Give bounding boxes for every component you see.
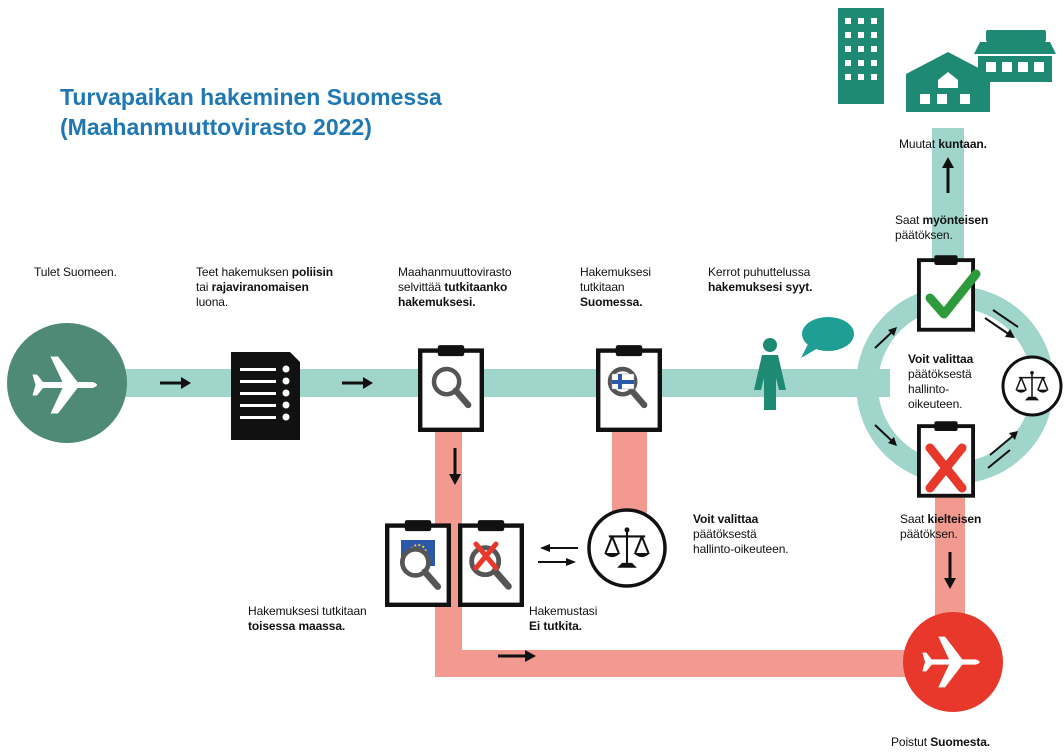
label-interview: Kerrot puhuttelussa hakemuksesi syyt.	[708, 265, 813, 294]
label-municipality: Muutat kuntaan.	[899, 137, 987, 151]
person-icon	[754, 338, 786, 410]
store-building-icon	[974, 30, 1056, 82]
building-icon	[838, 8, 884, 104]
clipboard-magnifier-icon	[420, 345, 482, 430]
scales-icon-middle	[587, 508, 667, 588]
label-not-examined: Hakemustasi Ei tutkita.	[529, 604, 598, 633]
clipboard-check-icon	[917, 254, 981, 332]
leave-airplane-icon	[903, 612, 1003, 712]
label-positive-decision: Saat myönteisen päätöksen.	[895, 213, 989, 242]
label-examined-finland: Hakemuksesi tutkitaan Suomessa.	[580, 265, 651, 309]
scales-icon	[1001, 355, 1063, 417]
label-negative-decision: Saat kielteisen päätöksen.	[900, 512, 982, 541]
clipboard-not-examined-icon	[460, 520, 522, 605]
label-appeal-right: Voit valittaa päätöksestä hallinto- oike…	[908, 352, 974, 411]
page-title: Turvapaikan hakeminen Suomessa (Maahanmu…	[60, 82, 442, 142]
arrow-icon	[160, 157, 1019, 662]
house-icon	[906, 52, 990, 112]
clipboard-finland-icon	[598, 345, 660, 430]
label-apply: Teet hakemuksen poliisin tai rajaviranom…	[196, 265, 333, 309]
speech-bubble-icon	[801, 317, 854, 358]
clipboard-cross-icon	[917, 420, 975, 498]
label-other-country: Hakemuksesi tutkitaan toisessa maassa.	[248, 604, 367, 633]
document-list-icon	[231, 352, 300, 440]
title-line-2: (Maahanmuuttovirasto 2022)	[60, 114, 372, 140]
start-airplane-icon	[7, 323, 127, 443]
finnish-flag-icon	[611, 373, 635, 390]
label-leave-finland: Poistut Suomesta.	[891, 735, 991, 749]
title-line-1: Turvapaikan hakeminen Suomessa	[60, 84, 442, 110]
label-arrive: Tulet Suomeen.	[34, 265, 117, 279]
label-migri: Maahanmuuttovirasto selvittää tutkitaank…	[398, 265, 512, 309]
label-appeal-middle: Voit valittaa päätöksestä hallinto-oikeu…	[693, 512, 789, 556]
clipboard-eu-icon	[387, 520, 449, 605]
